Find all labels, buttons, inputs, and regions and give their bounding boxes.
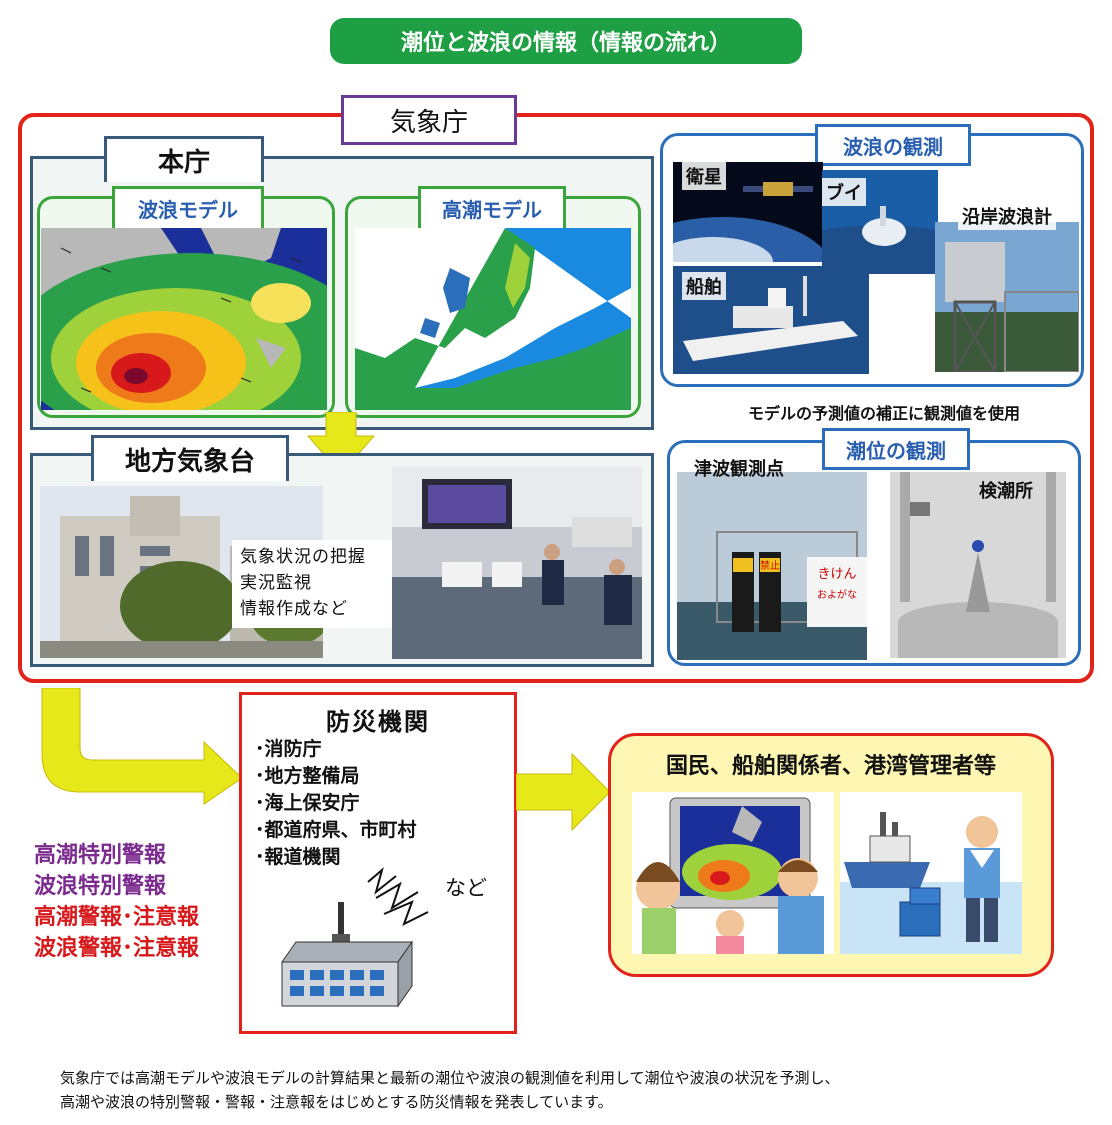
- harbor-worker-illustration: [840, 792, 1022, 954]
- warning-item: 波浪特別警報: [34, 874, 167, 899]
- footer-line: 高潮や波浪の特別警報・警報・注意報をはじめとする防災情報を発表しています。: [60, 1093, 613, 1111]
- tsunami-point-label: 津波観測点: [694, 459, 784, 480]
- satellite-label: 衛星: [682, 162, 726, 190]
- buoy-label: ブイ: [822, 178, 866, 206]
- jma-to-bosai-arrow: [41, 688, 243, 805]
- warning-item: 高潮特別警報: [34, 843, 167, 868]
- bosai-to-public-arrow: [516, 752, 611, 832]
- diagram-title: 潮位と波浪の情報（情報の流れ）: [330, 18, 802, 64]
- footer-line: 気象庁では高潮モデルや波浪モデルの計算結果と最新の潮位や波浪の観測値を利用して潮…: [60, 1069, 840, 1087]
- ship-label: 船舶: [682, 272, 726, 300]
- monitoring-room-photo: [392, 467, 642, 659]
- tide-observation-label: 潮位の観測: [822, 428, 970, 470]
- bosai-item: ･消防庁: [255, 738, 322, 760]
- jma-frame: [18, 113, 1094, 683]
- model-correction-note: モデルの予測値の補正に観測値を使用: [747, 404, 1020, 423]
- tide-model-map: [355, 228, 631, 410]
- sign-danger: きけん: [817, 567, 856, 582]
- bosai-item: ･地方整備局: [255, 765, 360, 787]
- public-title: 国民、船舶関係者、港湾管理者等: [665, 754, 996, 779]
- footer-text: 気象庁では高潮モデルや波浪モデルの計算結果と最新の潮位や波浪の観測値を利用して潮…: [60, 1066, 1100, 1114]
- task-item: 実況監視: [240, 573, 312, 593]
- broadcast-building-icon: [281, 867, 429, 1008]
- warning-item: 波浪警報･注意報: [34, 936, 200, 961]
- coastal-wave-meter-label: 沿岸波浪計: [958, 202, 1056, 230]
- wave-observation-label: 波浪の観測: [815, 124, 971, 166]
- tide-station-label: 検潮所: [979, 481, 1033, 502]
- bosai-item: ･海上保安庁: [255, 792, 360, 814]
- sign-no-swim: およがな: [817, 588, 857, 601]
- bosai-item: ･報道機関: [255, 846, 341, 868]
- hq-label: 本庁: [104, 136, 264, 182]
- bosai-etc: など: [445, 876, 487, 900]
- tide-model-label: 高潮モデル: [418, 186, 566, 228]
- bosai-title: 防災機関: [326, 708, 430, 736]
- task-item: 気象状況の把握: [240, 547, 366, 567]
- bosai-item: ･都道府県、市町村: [255, 819, 417, 841]
- regional-label: 地方気象台: [91, 435, 289, 481]
- wave-model-map: [41, 228, 327, 410]
- warning-item: 高潮警報･注意報: [34, 905, 200, 930]
- tide-station-photo: [890, 472, 1066, 658]
- regional-tasks: 気象状況の把握 実況監視 情報作成など: [232, 540, 392, 628]
- task-item: 情報作成など: [240, 599, 348, 619]
- warnings-list: 高潮特別警報 波浪特別警報 高潮警報･注意報 波浪警報･注意報: [34, 840, 244, 964]
- sign-prohibited: 禁止: [760, 560, 780, 572]
- coastal-wave-meter-photo: [935, 222, 1079, 372]
- bosai-list: ･消防庁 ･地方整備局 ･海上保安庁 ･都道府県、市町村 ･報道機関: [255, 736, 495, 871]
- jma-label: 気象庁: [341, 95, 517, 145]
- family-tv-illustration: [632, 792, 834, 954]
- tsunami-point-photo: 禁止 きけん およがな: [677, 472, 867, 660]
- satellite-photo: [673, 162, 823, 262]
- buoy-photo: [822, 170, 938, 274]
- wave-model-label: 波浪モデル: [112, 186, 264, 228]
